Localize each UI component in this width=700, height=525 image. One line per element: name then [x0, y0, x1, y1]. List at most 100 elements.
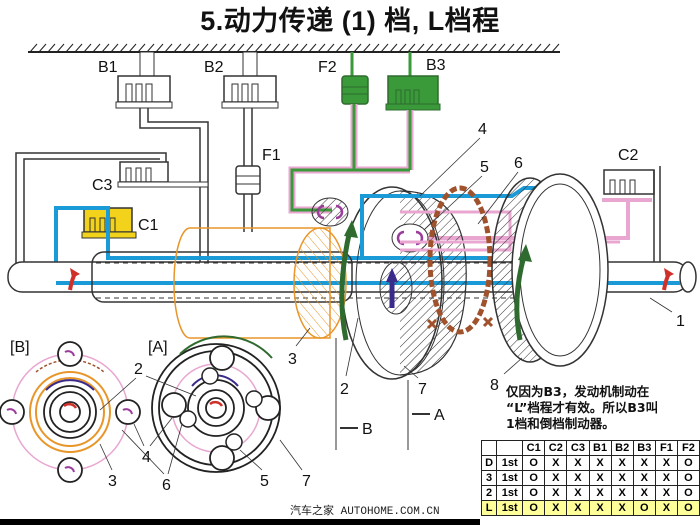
- state-cell: O: [632, 500, 656, 516]
- ground-hatch: [128, 43, 137, 53]
- ground-hatch: [110, 43, 119, 53]
- ground-hatch: [524, 43, 533, 53]
- callout-7: 7: [418, 381, 427, 398]
- ground-hatch: [38, 43, 47, 53]
- ground-hatch: [353, 43, 362, 53]
- pinion-gears: [311, 197, 429, 315]
- ground-hatch: [308, 43, 317, 53]
- state-cell: X: [566, 500, 590, 516]
- range-cell: 2: [480, 485, 498, 501]
- gear-cell: 1st: [496, 470, 524, 486]
- table-header-c2: C2: [544, 440, 568, 456]
- view-callout-5: 5: [260, 473, 269, 490]
- ground-hatch: [380, 43, 389, 53]
- page-title: 5.动力传递 (1) 档, L档程: [200, 6, 500, 36]
- state-cell: O: [676, 485, 700, 501]
- view-b-label: [B]: [10, 339, 30, 356]
- state-cell: X: [632, 485, 656, 501]
- state-cell: O: [676, 455, 700, 471]
- housing-ground: [28, 43, 560, 53]
- ground-hatch: [425, 43, 434, 53]
- ground-hatch: [182, 43, 191, 53]
- rear-ring-gear-8: [491, 173, 609, 367]
- ground-hatch: [470, 43, 479, 53]
- state-cell: O: [522, 485, 546, 501]
- view-b-cross-section: [B]: [0, 339, 141, 483]
- clutch-c2: C2: [398, 147, 661, 264]
- ground-hatch: [398, 43, 407, 53]
- state-cell: X: [566, 455, 590, 471]
- callout-3: 3: [288, 351, 297, 368]
- ground-hatch: [236, 43, 245, 53]
- view-a-cross-section: [A]: [148, 335, 281, 473]
- clutch-c3: C3: [15, 152, 209, 263]
- ground-hatch: [326, 43, 335, 53]
- brown-rotation-arrow: [426, 185, 494, 335]
- state-cell: X: [654, 485, 678, 501]
- brake-b2: B2: [204, 51, 279, 232]
- state-cell: O: [522, 500, 546, 516]
- view-a-label: [A]: [148, 339, 168, 356]
- ground-hatch: [254, 43, 263, 53]
- ground-hatch: [299, 43, 308, 53]
- ground-hatch: [506, 43, 515, 53]
- watermark: 汽车之家 AUTOHOME.COM.CN: [290, 506, 440, 518]
- ground-hatch: [119, 43, 128, 53]
- label-b3: B3: [426, 57, 446, 74]
- state-cell: X: [544, 500, 568, 516]
- view-callout-4: 4: [142, 449, 151, 466]
- state-cell: X: [654, 500, 678, 516]
- state-cell: X: [588, 500, 612, 516]
- ground-hatch: [497, 43, 506, 53]
- state-cell: X: [566, 485, 590, 501]
- ground-hatch: [200, 43, 209, 53]
- ground-hatch: [416, 43, 425, 53]
- state-cell: X: [610, 485, 634, 501]
- view-callout-6: 6: [162, 477, 171, 494]
- ground-hatch: [227, 43, 236, 53]
- state-cell: X: [610, 470, 634, 486]
- ground-hatch: [551, 43, 560, 53]
- gear-cell: 1st: [496, 485, 524, 501]
- pinion-rotation-icon: [316, 204, 344, 220]
- range-cell: D: [480, 455, 498, 471]
- section-indicators: B A: [335, 338, 445, 450]
- ground-hatch: [47, 43, 56, 53]
- ground-hatch: [443, 43, 452, 53]
- table-header-c1: C1: [522, 440, 546, 456]
- label-f1: F1: [262, 147, 281, 164]
- state-cell: X: [588, 485, 612, 501]
- ground-hatch: [245, 43, 254, 53]
- ground-hatch: [263, 43, 272, 53]
- ground-hatch: [191, 43, 200, 53]
- table-header-f1: F1: [654, 440, 678, 456]
- ground-hatch: [56, 43, 65, 53]
- ground-hatch: [92, 43, 101, 53]
- note-line: 1档和倒档制动器。: [506, 416, 615, 431]
- callout-2: 2: [340, 381, 349, 398]
- state-cell: O: [522, 470, 546, 486]
- one-way-clutch-f1: F1: [235, 147, 281, 195]
- ground-hatch: [101, 43, 110, 53]
- ground-hatch: [137, 43, 146, 53]
- view-callout-7: 7: [302, 473, 311, 490]
- ground-hatch: [533, 43, 542, 53]
- bottom-bar: [0, 519, 480, 525]
- ground-hatch: [515, 43, 524, 53]
- brake-b3: B3: [385, 52, 446, 111]
- state-cell: X: [544, 485, 568, 501]
- view-callout-leaders: [99, 375, 303, 475]
- table-header-b1: B1: [588, 440, 612, 456]
- table-header-c3: C3: [566, 440, 590, 456]
- ground-hatch: [344, 43, 353, 53]
- ground-hatch: [542, 43, 551, 53]
- ground-hatch: [335, 43, 344, 53]
- ground-hatch: [407, 43, 416, 53]
- callout-4: 4: [478, 121, 487, 138]
- view-callout-3: 3: [108, 473, 117, 490]
- gear-cell: 1st: [496, 500, 524, 516]
